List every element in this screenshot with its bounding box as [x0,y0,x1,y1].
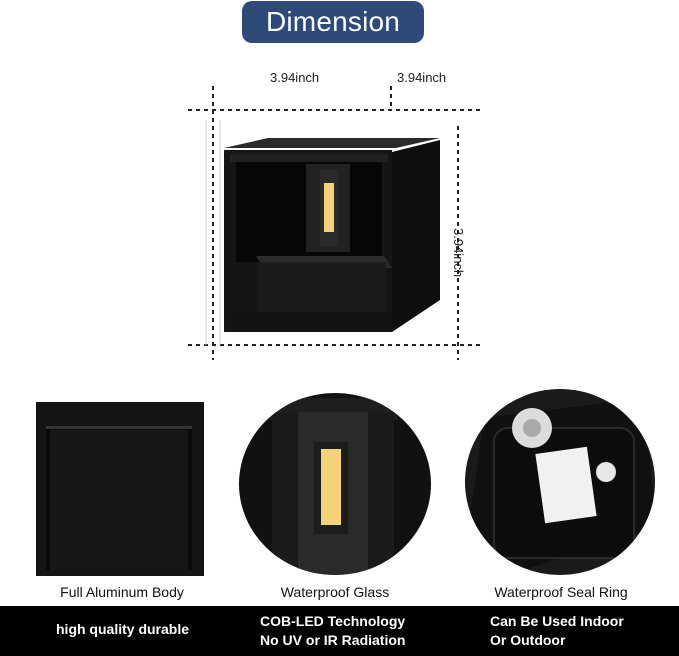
feature-no-uv: No UV or IR Radiation [260,632,406,648]
caption-glass: Waterproof Glass [280,584,390,600]
feature-cob-led: COB-LED Technology [260,613,406,629]
led-strip [324,183,334,232]
width-label: 3.94inch [270,70,320,85]
feature-durable: high quality durable [56,621,190,637]
caption-body: Full Aluminum Body [60,584,184,600]
main-product-illustration [188,86,482,360]
waterproof-glass-image [239,393,431,575]
feature-outdoor: Or Outdoor [490,632,566,648]
dimension-guides [188,86,482,360]
page-title: Dimension [265,6,401,37]
spec-label-sticker [535,446,597,524]
feature-indoor: Can Be Used Indoor [490,613,624,629]
depth-label: 3.94inch [397,70,447,85]
height-label: 3.94inch [451,228,466,278]
feature-bar: high quality durable COB-LED Technology … [0,606,679,656]
lamp-cube [224,138,440,332]
led-closeup [321,449,341,525]
seal-ring-image [465,389,655,575]
aluminum-body-image [36,402,204,576]
caption-seal: Waterproof Seal Ring [494,584,628,600]
title-badge: Dimension [242,1,424,43]
